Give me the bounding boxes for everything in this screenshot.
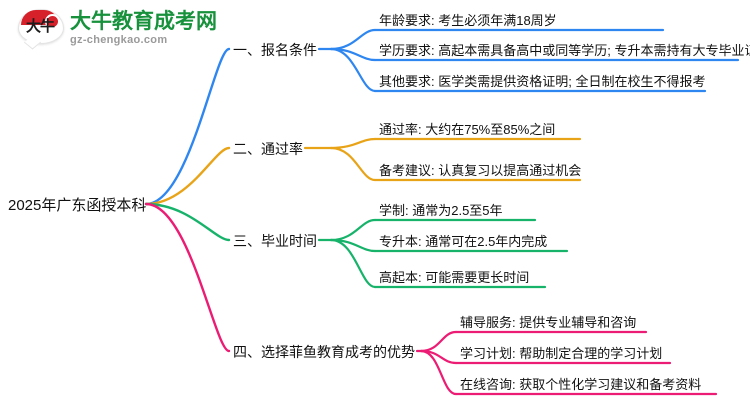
mindmap-branch-2[interactable]: 二、通过率: [233, 141, 303, 157]
logo-red-dot: [45, 14, 60, 29]
mindmap-leaf-2-2[interactable]: 备考建议: 认真复习以提高通过机会: [379, 163, 582, 178]
mindmap-leaf-3-1[interactable]: 学制: 通常为2.5至5年: [379, 203, 503, 218]
mindmap-leaf-4-1[interactable]: 辅导服务: 提供专业辅导和咨询: [460, 315, 637, 330]
mindmap-leaf-2-1[interactable]: 通过率: 大约在75%至85%之间: [379, 122, 556, 137]
mindmap-branch-3[interactable]: 三、毕业时间: [233, 233, 317, 249]
mindmap-leaf-3-3[interactable]: 高起本: 可能需要更长时间: [379, 270, 530, 285]
logo-wordmark: 大牛教育成考网 gz-chengkao.com: [70, 10, 217, 47]
mindmap-leaf-1-2[interactable]: 学历要求: 高起本需具备高中或同等学历; 专升本需持有大专毕业证: [379, 43, 750, 58]
logo-bull-icon: 大牛: [18, 8, 64, 50]
mindmap-leaf-1-1[interactable]: 年龄要求: 考生必须年满18周岁: [379, 13, 557, 28]
mindmap-branch-4[interactable]: 四、选择菲鱼教育成考的优势: [233, 344, 415, 360]
mindmap-root-node[interactable]: 2025年广东函授本科: [8, 197, 147, 214]
logo-title: 大牛教育成考网: [70, 9, 217, 33]
mindmap-leaf-4-2[interactable]: 学习计划: 帮助制定合理的学习计划: [460, 346, 663, 361]
mindmap-branch-1[interactable]: 一、报名条件: [233, 42, 317, 58]
mindmap-leaf-1-3[interactable]: 其他要求: 医学类需提供资格证明; 全日制在校生不得报考: [379, 74, 706, 89]
mindmap-leaf-4-3[interactable]: 在线咨询: 获取个性化学习建议和备考资料: [460, 377, 702, 392]
logo-mark-text: 大牛: [25, 18, 55, 35]
site-logo: 大牛 大牛教育成考网 gz-chengkao.com: [18, 8, 217, 50]
logo-subtitle: gz-chengkao.com: [70, 33, 168, 46]
mindmap-leaf-3-2[interactable]: 专升本: 通常可在2.5年内完成: [379, 234, 548, 249]
